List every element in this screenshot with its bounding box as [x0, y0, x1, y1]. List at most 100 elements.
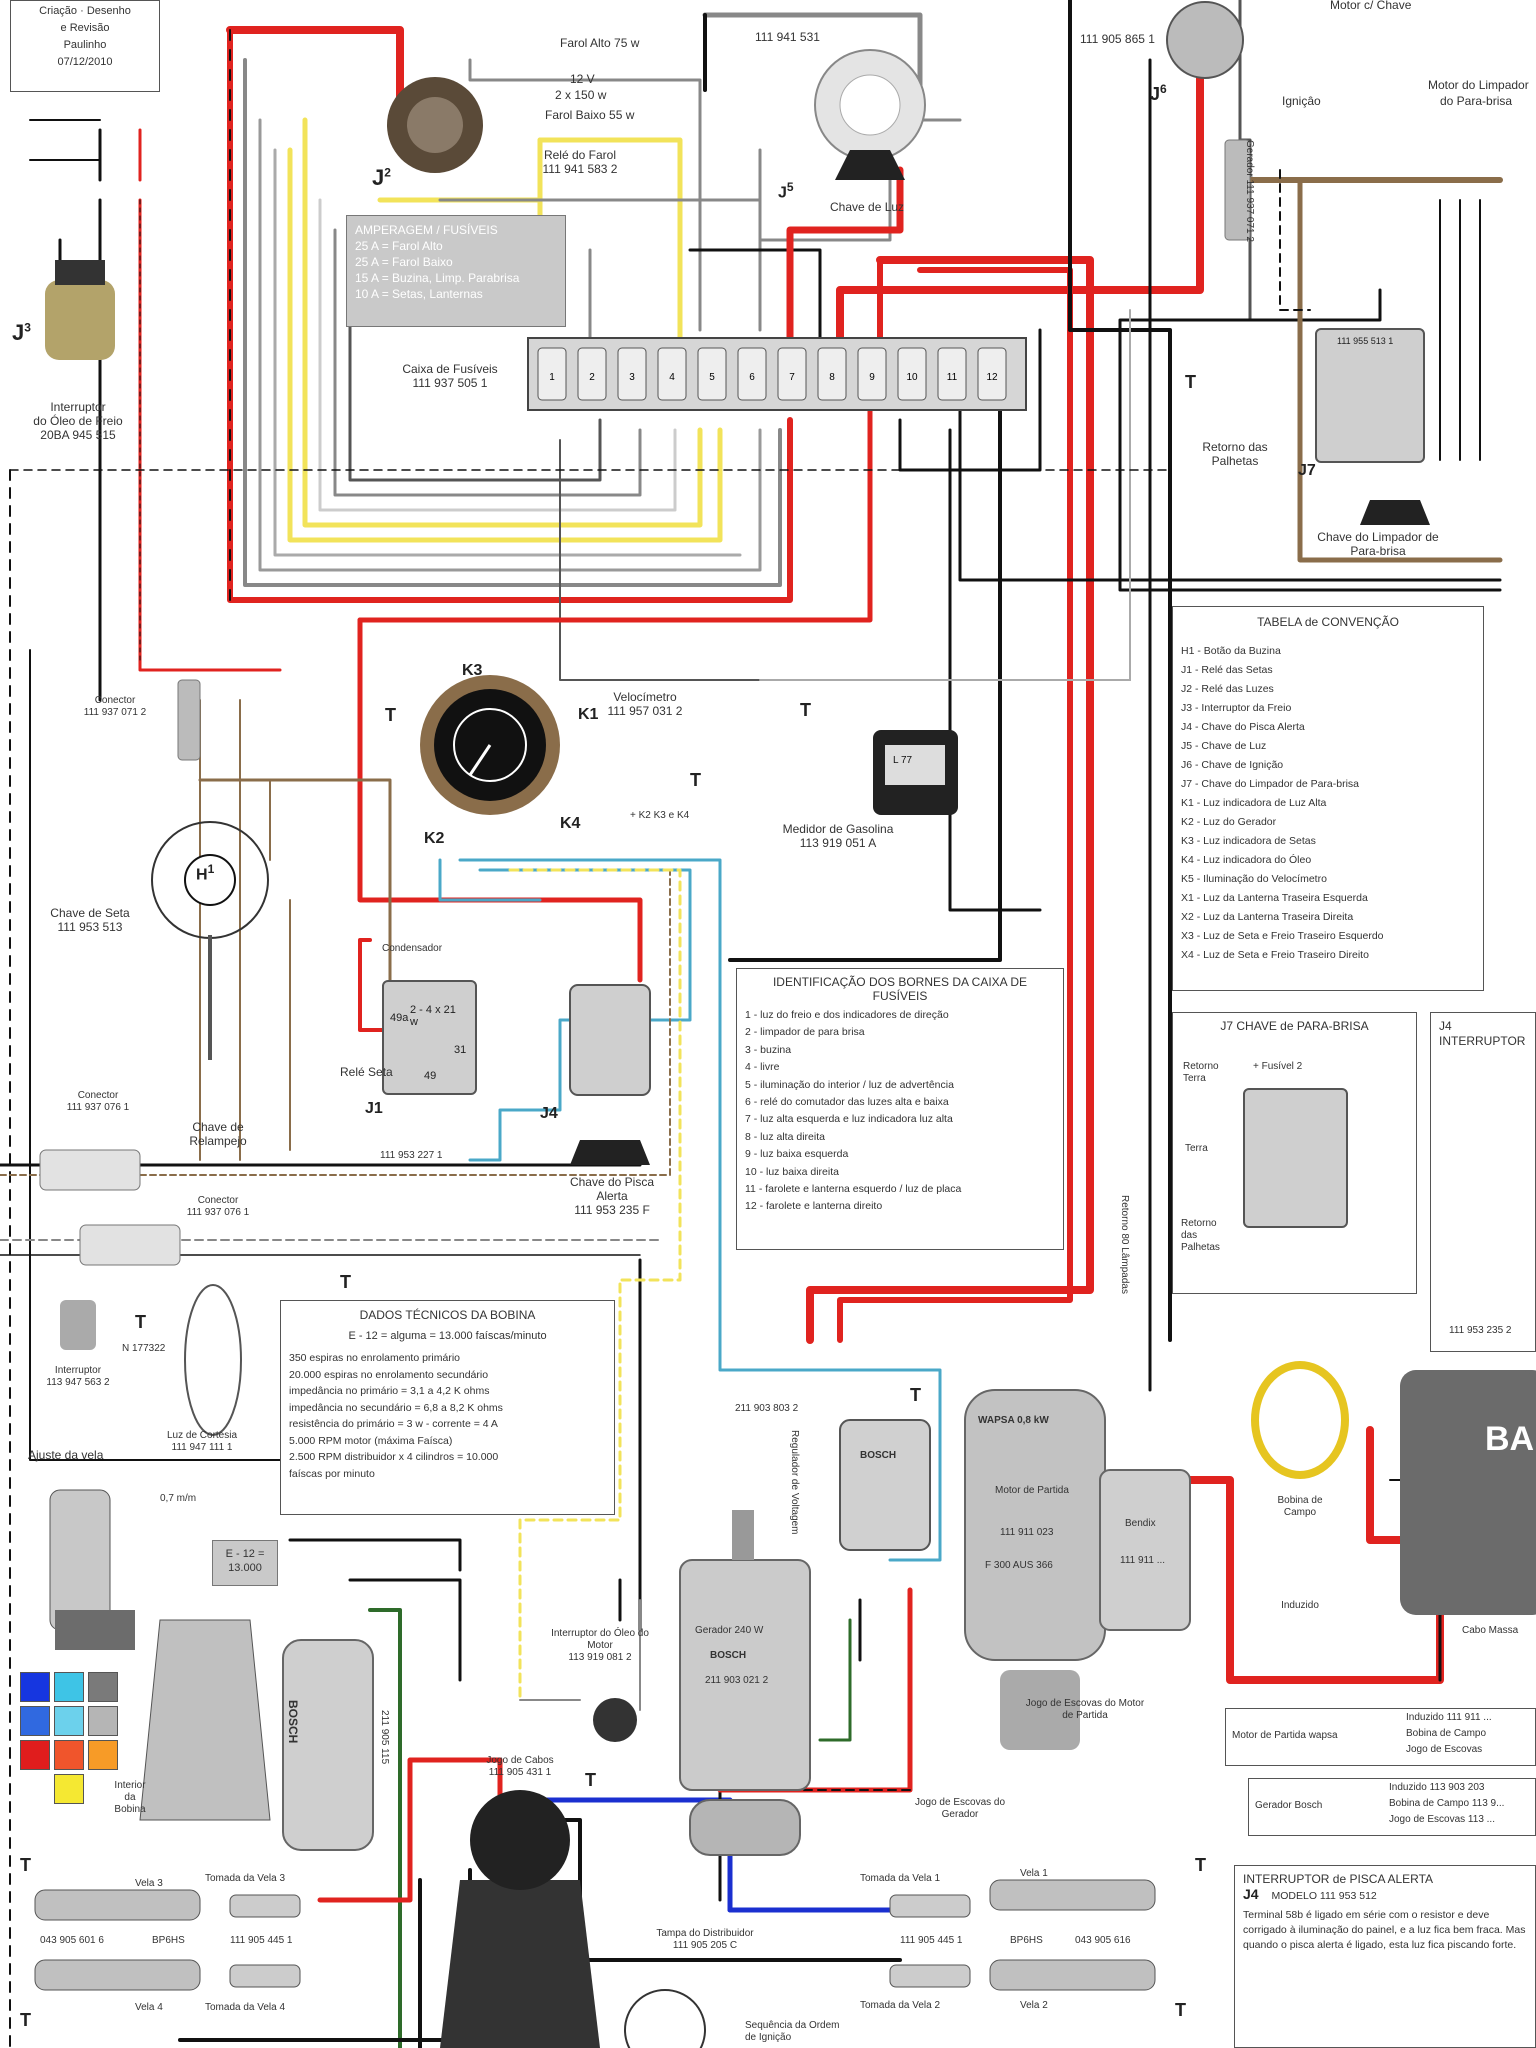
fuel-gauge-label: Medidor de Gasolina 113 919 051 A	[783, 822, 894, 850]
t-ground-fuel: T	[800, 700, 811, 720]
fuse-cell	[857, 347, 887, 401]
generator-parts-box: Gerador Bosch Induzido 113 903 203 Bobin…	[1248, 1778, 1536, 1836]
bobina-data-row: 20.000 espiras no enrolamento secundário	[289, 1368, 489, 1381]
generator-label: Gerador 240 W	[695, 1625, 764, 1636]
j1-symbol: J1	[365, 1100, 383, 1117]
j4-panel-title: J4 INTERRUPTOR	[1439, 1019, 1526, 1048]
credit-line-4: 07/12/2010	[57, 56, 113, 68]
bendix-code: 111 911 ...	[1120, 1555, 1166, 1566]
j7-panel-palhetas: Retorno das Palhetas	[1181, 1218, 1220, 1253]
fuse-number: 7	[789, 372, 795, 383]
flasher-relay-label: Relé Seta	[340, 1065, 393, 1079]
retorno-lampadas-label: Retorno 80 Lâmpadas	[1119, 1195, 1130, 1294]
flasher-relay-spec: 2 - 4 x 21 w	[410, 1004, 456, 1028]
regulator-label: Regulador de Voltagem	[789, 1430, 800, 1535]
convention-row: J7 - Chave do Limpador de Para-brisa	[1181, 778, 1360, 790]
connector2-code: 111 937 076 1	[66, 1102, 130, 1113]
amperage-row: 10 A = Setas, Lanternas	[355, 287, 483, 301]
light-switch-code: 111 941 531	[755, 30, 820, 44]
hazard-info-sym: J4	[1243, 1886, 1259, 1902]
coil-brand: BOSCH	[286, 1700, 300, 1744]
h1-symbol: H1	[196, 862, 215, 884]
convention-row: J3 - Interruptor da Freio	[1181, 702, 1292, 714]
j6-symbol: J6	[1150, 82, 1167, 104]
ident-row: 5 - iluminação do interior / luz de adve…	[745, 1078, 954, 1091]
gerador-vertical-label: Gerador 111 937 071 2	[1244, 140, 1255, 242]
distributor-label: Tampa do Distribuidor 111 905 205 C	[656, 1928, 753, 1952]
tomada-code-right: 111 905 445 1	[900, 1935, 963, 1946]
ident-row: 8 - luz alta direita	[745, 1130, 825, 1143]
ident-row: 11 - farolete e lanterna esquerdo / luz …	[745, 1183, 962, 1196]
k2-symbol: K2	[424, 830, 445, 847]
j4-symbol: J4	[540, 1105, 558, 1122]
bobina-data-row: 350 espiras no enrolamento primário	[289, 1352, 461, 1364]
starter-code2: F 300 AUS 366	[985, 1560, 1053, 1571]
connector1-label: Conector 111 937 071 2	[84, 695, 146, 719]
headlight-spec1: 12 V	[570, 72, 595, 86]
color-swatch	[88, 1740, 118, 1770]
flasher-condenser-label: Condensador	[382, 943, 443, 954]
generator-parts-item: Jogo de Escovas 113 ...	[1389, 1814, 1495, 1825]
wiper-motor-label: Motor do Limpador	[1428, 78, 1529, 92]
ident-row: 3 - buzina	[745, 1043, 792, 1056]
speedo-code: 111 957 031 2	[607, 704, 683, 718]
fuse-number: 6	[749, 372, 755, 383]
ident-row: 10 - luz baixa direita	[745, 1165, 839, 1178]
fuse-cell	[537, 347, 567, 401]
k1-symbol: K1	[578, 706, 599, 723]
wiper-relay: 111 955 513 1	[1315, 328, 1425, 463]
credit-line-1: Criação · Desenho	[39, 5, 131, 17]
convention-row: K3 - Luz indicadora de Setas	[1181, 835, 1316, 847]
plug-bp-right: BP6HS	[1010, 1935, 1043, 1946]
convention-row: K2 - Luz do Gerador	[1181, 816, 1277, 828]
ident-row: 1 - luz do freio e dos indicadores de di…	[745, 1009, 949, 1021]
brake-switch-code: 20BA 945 515	[40, 428, 116, 442]
j7-panel-relay	[1243, 1088, 1348, 1228]
starter-brand: WAPSA 0,8 kW	[978, 1415, 1049, 1426]
j7-symbol: J7	[1298, 462, 1316, 479]
tomada-code-left: 111 905 445 1	[230, 1935, 293, 1946]
spark-adjust-label: Ajuste da vela	[28, 1448, 104, 1462]
fuel-gauge-code: 113 919 051 A	[799, 836, 877, 850]
ident-table: IDENTIFICAÇÃO DOS BORNES DA CAIXA DE FUS…	[736, 968, 1064, 1250]
t-ground-interior: T	[135, 1312, 146, 1332]
tomada1-label: Tomada da Vela 1	[860, 1873, 941, 1884]
fuse-number: 10	[906, 372, 918, 383]
convention-row: X4 - Luz de Seta e Freio Traseiro Direit…	[1181, 949, 1369, 961]
convention-table: TABELA de CONVENÇÃO H1 - Botão da Buzina…	[1172, 606, 1484, 991]
generator-brushes-label: Jogo de Escovas do Gerador	[914, 1797, 1006, 1820]
ignition-key-label: Igniçâo	[1282, 94, 1321, 108]
battery-label: BA	[1485, 1420, 1535, 1458]
headlight-relay-label: Relé do Farol 111 941 583 2	[543, 148, 618, 176]
connector3-label: Conector 111 937 076 1	[187, 1195, 249, 1219]
starter-parts-title: Motor de Partida wapsa	[1232, 1730, 1338, 1741]
tomada3-label: Tomada da Vela 3	[205, 1873, 286, 1884]
color-swatch	[88, 1706, 118, 1736]
ident-row: 4 - livre	[745, 1061, 780, 1074]
turn-switch-label: Chave de Seta 111 953 513	[50, 906, 129, 934]
tomada2-label: Tomada da Vela 2	[860, 2000, 941, 2011]
oil-switch-name: Interruptor do Óleo do Motor	[551, 1628, 649, 1651]
j7-panel: J7 CHAVE de PARA-BRISA Retorno Terra + F…	[1172, 1012, 1417, 1294]
ident-row: 12 - farolete e lanterna direito	[745, 1200, 883, 1213]
convention-row: J6 - Chave de Ignição	[1181, 759, 1284, 771]
fuse-number: 12	[986, 372, 998, 383]
cable-set-name: Jogo de Cabos	[486, 1755, 554, 1766]
bobina-data-table: DADOS TÉCNICOS DA BOBINA E - 12 = alguma…	[280, 1300, 615, 1515]
headlight-relay-code: 111 941 583 2	[542, 162, 618, 176]
starter-parts-box: Motor de Partida wapsa Induzido 111 911 …	[1225, 1708, 1536, 1766]
battery-cable-label: Cabo Massa	[1462, 1625, 1519, 1636]
amperage-title: AMPERAGEM / FUSÍVEIS	[355, 223, 498, 237]
generator-parts-title: Gerador Bosch	[1255, 1800, 1323, 1811]
color-swatch	[20, 1672, 50, 1702]
convention-row: X2 - Luz da Lanterna Traseira Direita	[1181, 911, 1354, 923]
hazard-info-model: MODELO 111 953 512	[1271, 1890, 1377, 1902]
coil-badge: E - 12 = 13.000	[212, 1540, 278, 1586]
induzido-label: Induzido	[1281, 1600, 1319, 1611]
color-swatch	[54, 1706, 84, 1736]
interior-switch-label: Interruptor 113 947 563 2	[46, 1365, 109, 1389]
t-ground-oil: T	[585, 1770, 596, 1790]
starter-parts-item: Induzido 111 911 ...	[1406, 1712, 1492, 1723]
wiper-switch-label: Chave do Limpador de Para-brisa	[1317, 530, 1439, 558]
k4-symbol: K4	[560, 815, 581, 832]
